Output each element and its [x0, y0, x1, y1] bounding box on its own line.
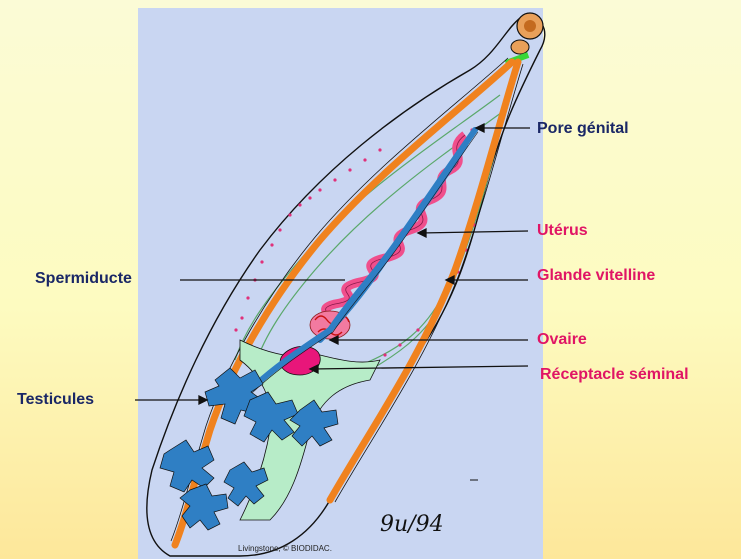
label-receptacle-seminal: Réceptacle séminal — [540, 366, 689, 384]
signature: 9u/94 — [380, 512, 444, 537]
pharynx — [511, 40, 529, 54]
label-pore-genital: Pore génital — [537, 120, 629, 138]
credit-text: Livingstone, © BIODIDAC. — [238, 544, 332, 553]
label-glande-vitelline: Glande vitelline — [537, 267, 655, 285]
label-testicules: Testicules — [17, 391, 94, 409]
label-ovaire: Ovaire — [537, 331, 587, 349]
mouth — [524, 20, 536, 32]
label-uterus: Utérus — [537, 222, 588, 240]
label-spermiducte: Spermiducte — [35, 270, 132, 288]
